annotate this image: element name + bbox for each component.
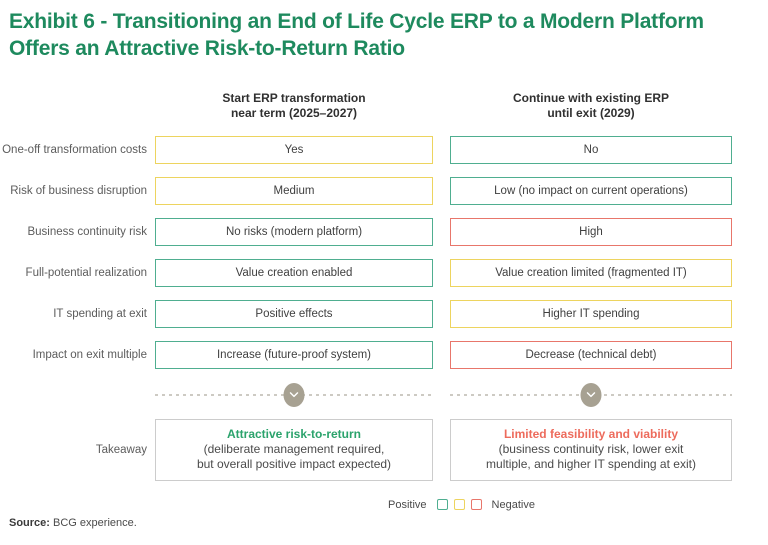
row-label: Risk of business disruption bbox=[10, 184, 147, 197]
takeaway-row: Takeaway Attractive risk-to-return (deli… bbox=[0, 418, 768, 481]
legend-positive-swatch bbox=[436, 499, 448, 511]
table-row-full-potential: Full-potential realization Value creatio… bbox=[0, 258, 768, 287]
cell-transform-one-off-costs: Yes bbox=[155, 135, 433, 164]
source-text: BCG experience. bbox=[53, 517, 137, 529]
row-label: Impact on exit multiple bbox=[32, 348, 147, 361]
row-label: Takeaway bbox=[95, 443, 147, 456]
cell-text: Positive effects bbox=[255, 307, 333, 320]
cell-text: Low (no impact on current operations) bbox=[494, 184, 688, 197]
column-header-start-transformation: Start ERP transformation near term (2025… bbox=[155, 91, 433, 121]
legend-positive-label: Positive bbox=[388, 498, 427, 511]
takeaway-headline: Attractive risk-to-return bbox=[226, 427, 362, 442]
cell-transform-business-disruption: Medium bbox=[155, 176, 433, 205]
legend-negative-label: Negative bbox=[491, 498, 535, 511]
cell-transform-it-spending: Positive effects bbox=[155, 299, 433, 328]
takeaway-transform: Attractive risk-to-return (deliberate ma… bbox=[155, 418, 433, 481]
row-label: IT spending at exit bbox=[53, 307, 147, 320]
cell-transform-business-continuity: No risks (modern platform) bbox=[155, 217, 433, 246]
table-row-exit-multiple: Impact on exit multiple Increase (future… bbox=[0, 340, 768, 369]
cell-text: Value creation limited (fragmented IT) bbox=[495, 266, 687, 279]
cell-continue-business-continuity: High bbox=[450, 217, 732, 246]
column-header-line: Continue with existing ERP bbox=[512, 90, 669, 105]
chevron-down-icon bbox=[283, 382, 305, 407]
comparison-table: Start ERP transformation near term (2025… bbox=[0, 91, 768, 481]
exhibit-title: Exhibit 6 - Transitioning an End of Life… bbox=[9, 10, 704, 60]
cell-continue-business-disruption: Low (no impact on current operations) bbox=[450, 176, 732, 205]
table-row-one-off-costs: One-off transformation costs Yes No bbox=[0, 135, 768, 164]
table-row-business-disruption: Risk of business disruption Medium Low (… bbox=[0, 176, 768, 205]
takeaway-headline: Limited feasibility and viability bbox=[503, 427, 679, 442]
cell-continue-it-spending: Higher IT spending bbox=[450, 299, 732, 328]
cell-continue-one-off-costs: No bbox=[450, 135, 732, 164]
cell-transform-exit-multiple: Increase (future-proof system) bbox=[155, 340, 433, 369]
legend-neutral-swatch bbox=[453, 499, 465, 511]
source-line: Source: BCG experience. bbox=[9, 517, 137, 529]
cell-transform-full-potential: Value creation enabled bbox=[155, 258, 433, 287]
cell-text: Value creation enabled bbox=[235, 266, 353, 279]
row-label: One-off transformation costs bbox=[2, 143, 147, 156]
table-row-business-continuity: Business continuity risk No risks (moder… bbox=[0, 217, 768, 246]
cell-text: Decrease (technical debt) bbox=[525, 348, 657, 361]
chevron-down-icon bbox=[580, 382, 602, 407]
cell-text: No risks (modern platform) bbox=[225, 225, 363, 238]
takeaway-subline: multiple, and higher IT spending at exit… bbox=[486, 457, 696, 472]
source-prefix: Source: bbox=[9, 517, 50, 529]
flow-separator-row bbox=[0, 382, 768, 408]
header-row: Start ERP transformation near term (2025… bbox=[0, 91, 768, 121]
column-header-line: Start ERP transformation bbox=[222, 90, 366, 105]
row-label: Business continuity risk bbox=[27, 225, 147, 238]
takeaway-subline: but overall positive impact expected) bbox=[196, 457, 392, 472]
cell-continue-full-potential: Value creation limited (fragmented IT) bbox=[450, 258, 732, 287]
takeaway-continue: Limited feasibility and viability (busin… bbox=[450, 418, 732, 481]
column-header-line: near term (2025–2027) bbox=[230, 105, 358, 120]
column-header-line: until exit (2029) bbox=[547, 105, 635, 120]
separator-left bbox=[155, 382, 433, 408]
cell-text: Increase (future-proof system) bbox=[216, 348, 372, 361]
takeaway-subline: (business continuity risk, lower exit bbox=[498, 442, 684, 457]
separator-right bbox=[450, 382, 732, 408]
table-row-it-spending: IT spending at exit Positive effects Hig… bbox=[0, 299, 768, 328]
takeaway-subline: (deliberate management required, bbox=[203, 442, 385, 457]
cell-text: No bbox=[583, 143, 599, 156]
column-header-continue-existing: Continue with existing ERP until exit (2… bbox=[450, 91, 732, 121]
cell-text: Higher IT spending bbox=[542, 307, 640, 320]
cell-text: High bbox=[579, 225, 603, 238]
legend-negative-swatch bbox=[470, 499, 482, 511]
cell-continue-exit-multiple: Decrease (technical debt) bbox=[450, 340, 732, 369]
cell-text: Medium bbox=[273, 184, 315, 197]
row-label: Full-potential realization bbox=[25, 266, 147, 279]
cell-text: Yes bbox=[284, 143, 304, 156]
legend: Positive Negative bbox=[0, 499, 768, 511]
